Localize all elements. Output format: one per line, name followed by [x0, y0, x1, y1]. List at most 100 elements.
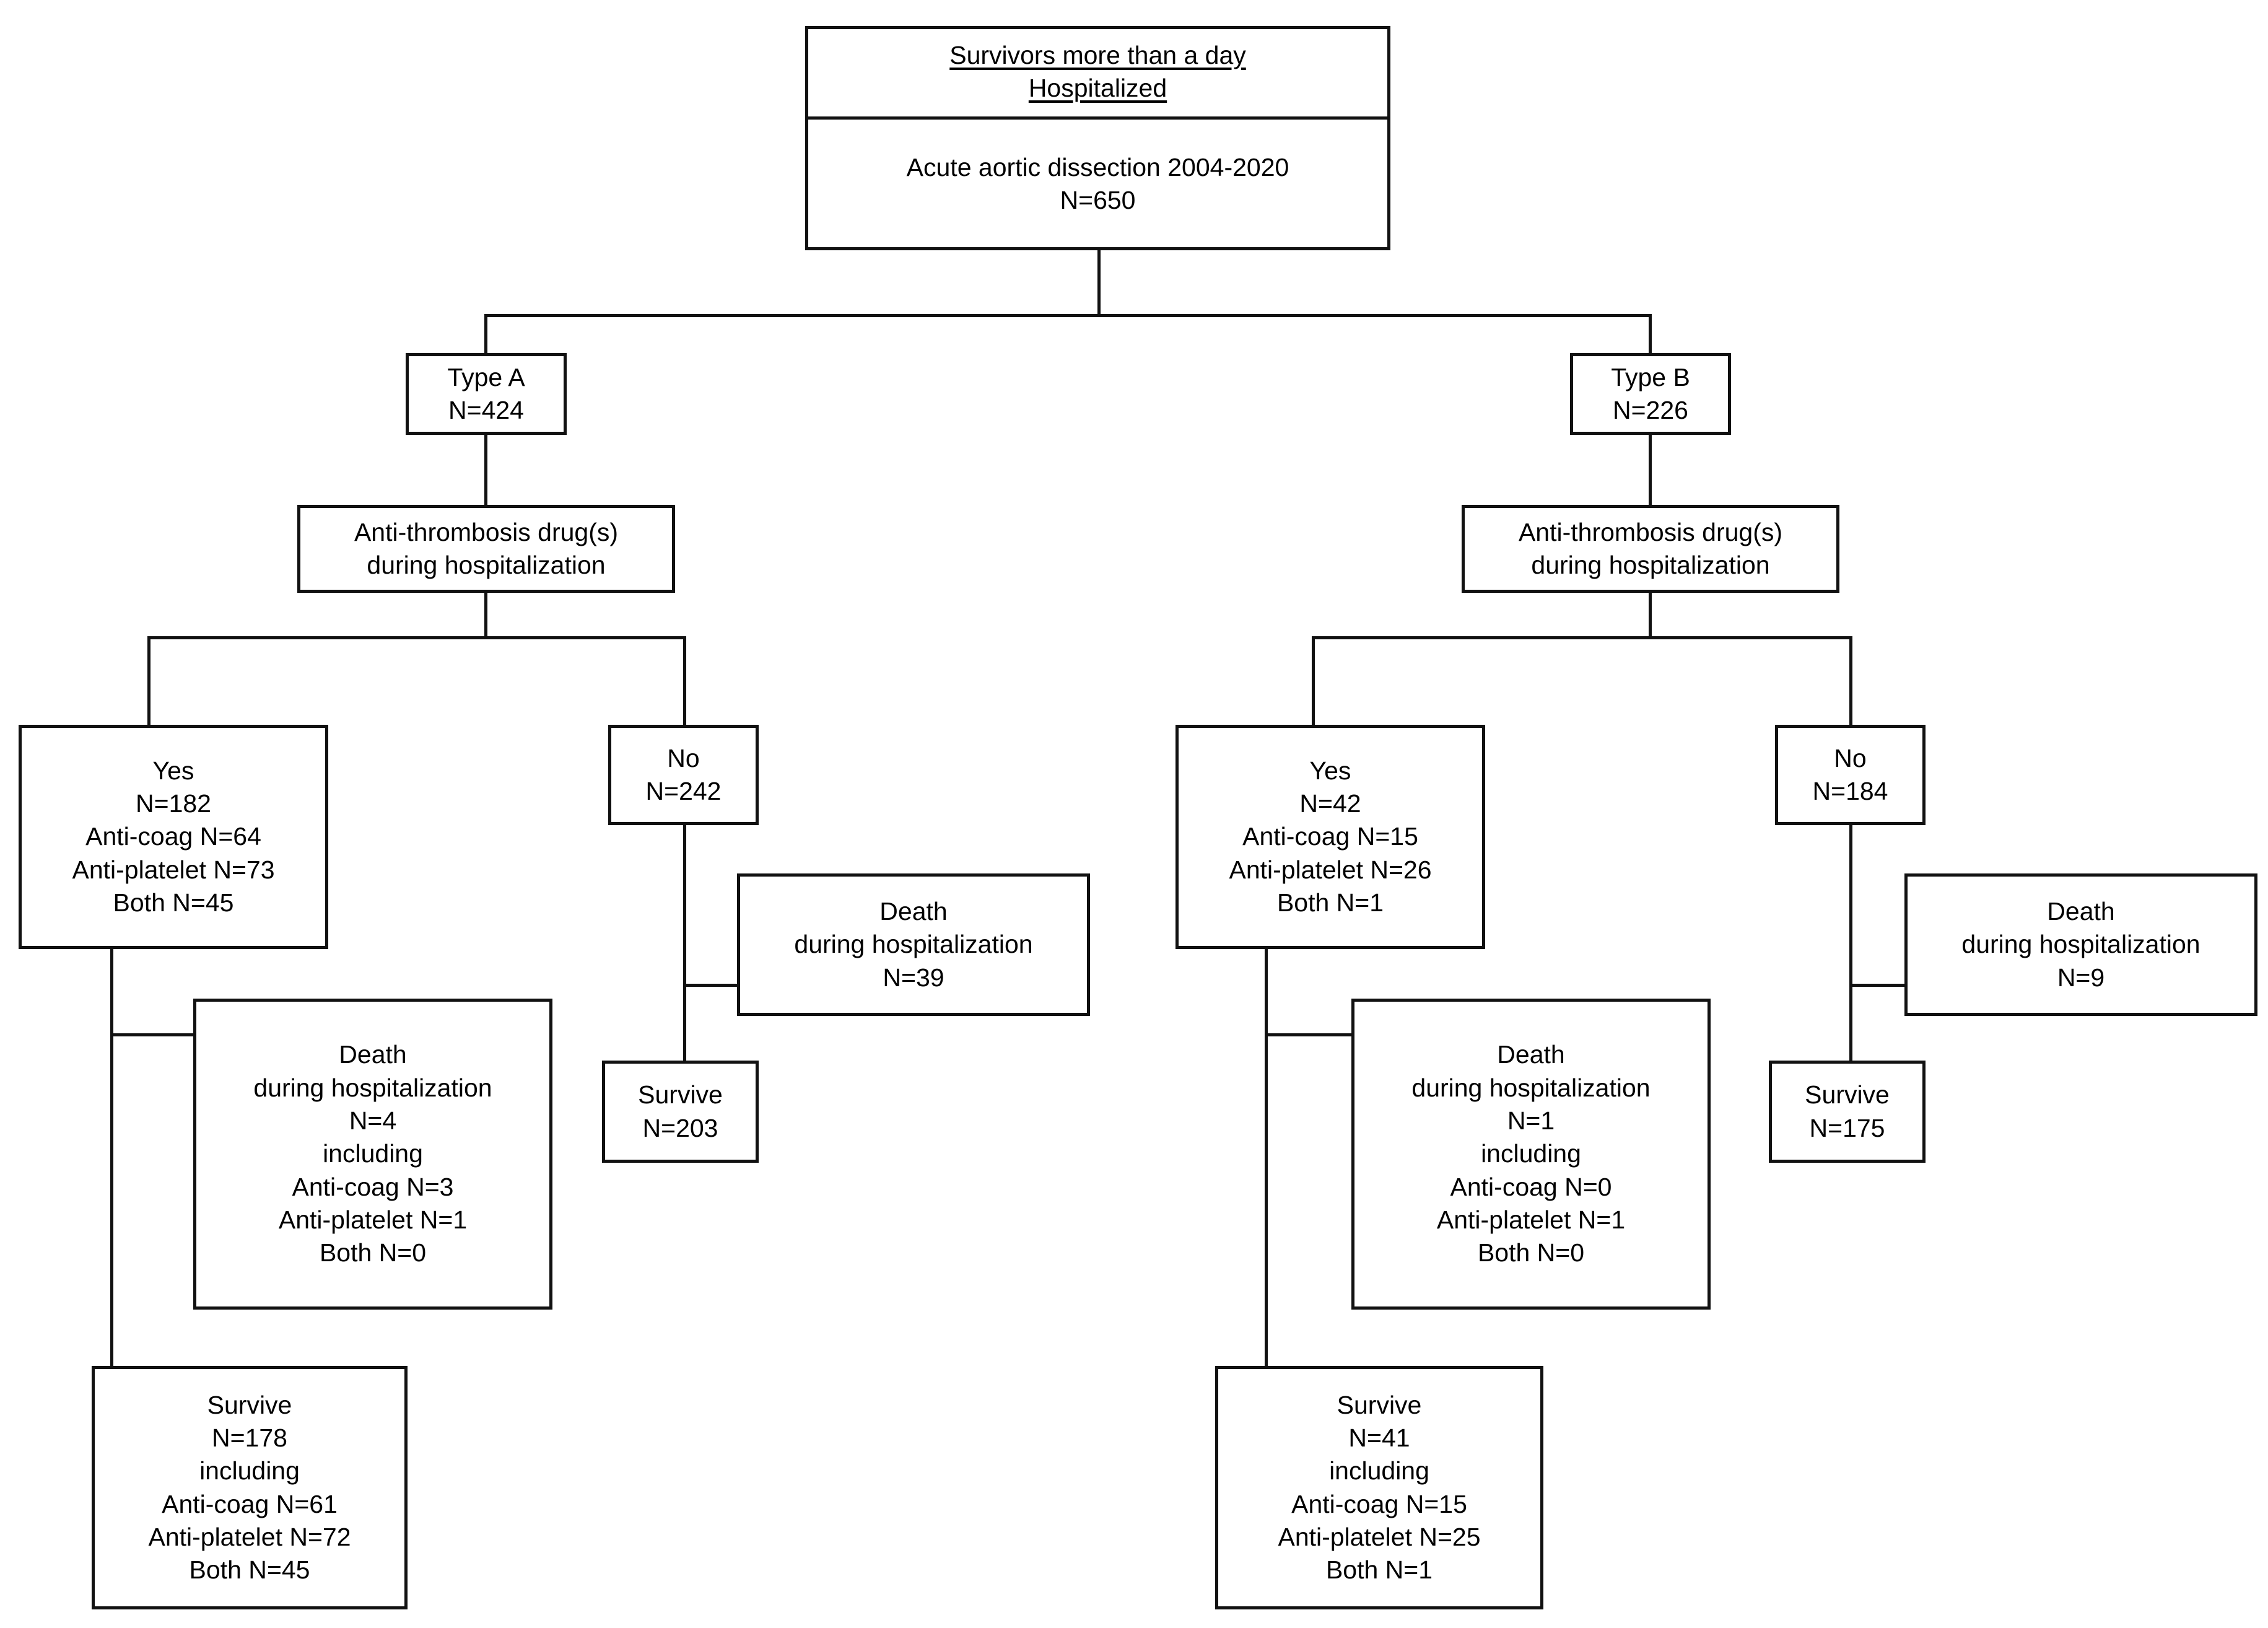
type-b-no-survive-n: N=175: [1809, 1113, 1885, 1142]
node-type-a-no[interactable]: No N=242: [608, 725, 759, 825]
type-a-yes-survive-n: N=178: [212, 1423, 287, 1452]
type-b-yes-survive-antiplatelet: Anti-platelet N=25: [1278, 1522, 1481, 1551]
type-b-yes-antiplatelet: Anti-platelet N=26: [1229, 855, 1432, 884]
edge-to-typeA: [484, 314, 487, 354]
type-a-yes-both: Both N=45: [113, 888, 234, 917]
type-b-yes-death-anticoag: Anti-coag N=0: [1450, 1172, 1612, 1201]
type-a-no-survive-n: N=203: [642, 1113, 718, 1142]
type-b-no-death-label: Death: [2047, 897, 2115, 926]
edge-root-split: [484, 314, 1652, 317]
node-type-a[interactable]: Type A N=424: [406, 353, 567, 435]
type-b-yes-death-n: N=1: [1507, 1106, 1555, 1136]
type-b-yes-death-during: during hospitalization: [1411, 1073, 1651, 1102]
type-a-n: N=424: [448, 396, 524, 424]
type-a-no-death-label: Death: [879, 897, 948, 926]
type-b-yes-label: Yes: [1309, 756, 1351, 785]
type-b-yes-n: N=42: [1299, 789, 1361, 818]
type-b-n: N=226: [1613, 396, 1688, 424]
type-b-no-death-n: N=9: [2057, 963, 2105, 992]
edge-typeB-to-yes: [1312, 636, 1315, 726]
node-type-a-yes-death[interactable]: Death during hospitalization N=4 includi…: [193, 999, 552, 1310]
type-b-yes-death-including: including: [1481, 1139, 1581, 1168]
edge-typeB-split: [1312, 636, 1852, 639]
edge-typeB-question-stem: [1649, 592, 1652, 638]
type-a-yes-survive-anticoag: Anti-coag N=61: [162, 1489, 338, 1518]
type-a-yes-death-during: during hospitalization: [253, 1073, 492, 1102]
node-root-cohort[interactable]: Survivors more than a day Hospitalized A…: [805, 26, 1390, 250]
node-type-a-no-survive[interactable]: Survive N=203: [602, 1061, 759, 1163]
node-type-b-yes-death[interactable]: Death during hospitalization N=1 includi…: [1351, 999, 1711, 1310]
node-type-b[interactable]: Type B N=226: [1570, 353, 1731, 435]
edge-typeB-no-spine: [1849, 824, 1852, 1062]
type-b-question-line1: Anti-thrombosis drug(s): [1518, 517, 1783, 546]
node-type-b-no-survive[interactable]: Survive N=175: [1769, 1061, 1926, 1163]
type-b-yes-survive-including: including: [1329, 1456, 1429, 1486]
type-a-no-n: N=242: [645, 777, 722, 805]
type-a-yes-death-label: Death: [339, 1040, 407, 1069]
node-type-a-yes-survive[interactable]: Survive N=178 including Anti-coag N=61 A…: [92, 1366, 408, 1609]
type-b-yes-survive-anticoag: Anti-coag N=15: [1291, 1489, 1467, 1518]
edge-typeB-yes-spine: [1265, 948, 1268, 1368]
node-type-b-no-death[interactable]: Death during hospitalization N=9: [1904, 873, 2257, 1016]
root-body: Acute aortic dissection 2004-2020 N=650: [808, 120, 1387, 247]
root-header-line1: Survivors more than a day: [949, 41, 1246, 69]
node-type-b-question[interactable]: Anti-thrombosis drug(s) during hospitali…: [1462, 505, 1839, 593]
edge-typeA-no-to-death: [683, 984, 739, 987]
type-b-no-n: N=184: [1812, 777, 1888, 805]
type-b-yes-survive-both: Both N=1: [1325, 1556, 1433, 1585]
type-a-yes-death-anticoag: Anti-coag N=3: [292, 1172, 454, 1201]
node-type-b-yes-survive[interactable]: Survive N=41 including Anti-coag N=15 An…: [1215, 1366, 1543, 1609]
type-b-yes-survive-n: N=41: [1348, 1423, 1410, 1452]
edge-typeA-yes-spine: [110, 948, 113, 1368]
type-a-yes-death-n: N=4: [349, 1106, 397, 1136]
type-a-yes-survive-antiplatelet: Anti-platelet N=72: [148, 1522, 351, 1551]
type-a-question-line2: during hospitalization: [367, 551, 606, 579]
type-a-yes-survive-both: Both N=45: [189, 1556, 310, 1585]
node-type-a-yes[interactable]: Yes N=182 Anti-coag N=64 Anti-platelet N…: [19, 725, 328, 949]
root-body-line1: Acute aortic dissection 2004-2020: [906, 152, 1289, 182]
type-a-no-label: No: [667, 743, 700, 772]
edge-typeB-yes-to-death: [1265, 1033, 1353, 1036]
type-a-question-line1: Anti-thrombosis drug(s): [354, 517, 619, 546]
type-b-no-death-during: during hospitalization: [1961, 930, 2200, 959]
type-a-yes-antiplatelet: Anti-platelet N=73: [72, 855, 275, 884]
type-b-yes-death-label: Death: [1497, 1040, 1565, 1069]
type-a-yes-anticoag: Anti-coag N=64: [85, 822, 261, 851]
type-a-yes-death-antiplatelet: Anti-platelet N=1: [278, 1205, 468, 1234]
edge-typeB-to-no: [1849, 636, 1852, 726]
type-b-yes-anticoag: Anti-coag N=15: [1242, 822, 1418, 851]
edge-root-stem: [1097, 248, 1101, 316]
type-b-no-survive-label: Survive: [1805, 1080, 1890, 1109]
node-type-b-no[interactable]: No N=184: [1775, 725, 1926, 825]
node-type-a-question[interactable]: Anti-thrombosis drug(s) during hospitali…: [297, 505, 675, 593]
type-b-yes-death-antiplatelet: Anti-platelet N=1: [1436, 1205, 1626, 1234]
edge-typeA-question-stem: [484, 592, 487, 638]
type-b-yes-both: Both N=1: [1276, 888, 1384, 917]
edge-typeA-to-no: [683, 636, 686, 726]
type-a-no-survive-label: Survive: [638, 1080, 723, 1109]
edge-typeB-no-to-death: [1849, 984, 1906, 987]
edge-typeA-to-question: [484, 434, 487, 507]
type-a-label: Type A: [447, 362, 525, 392]
type-b-question-line2: during hospitalization: [1531, 551, 1770, 579]
type-a-no-death-during: during hospitalization: [794, 930, 1033, 959]
type-b-yes-death-both: Both N=0: [1477, 1238, 1585, 1267]
edge-to-typeB: [1649, 314, 1652, 354]
type-b-label: Type B: [1611, 362, 1690, 392]
node-type-a-no-death[interactable]: Death during hospitalization N=39: [737, 873, 1090, 1016]
root-header: Survivors more than a day Hospitalized: [808, 29, 1387, 120]
type-b-no-label: No: [1834, 743, 1867, 772]
edge-typeA-split: [147, 636, 686, 639]
type-a-yes-survive-label: Survive: [207, 1390, 292, 1419]
type-a-yes-n: N=182: [136, 789, 211, 818]
edge-typeA-to-yes: [147, 636, 150, 726]
type-a-no-death-n: N=39: [883, 963, 944, 992]
node-type-b-yes[interactable]: Yes N=42 Anti-coag N=15 Anti-platelet N=…: [1175, 725, 1485, 949]
root-header-line2: Hospitalized: [1028, 74, 1167, 103]
root-body-line2: N=650: [1060, 185, 1136, 214]
type-a-yes-survive-including: including: [199, 1456, 300, 1486]
type-a-yes-death-including: including: [323, 1139, 423, 1168]
edge-typeA-no-spine: [683, 824, 686, 1062]
type-b-yes-survive-label: Survive: [1337, 1390, 1422, 1419]
